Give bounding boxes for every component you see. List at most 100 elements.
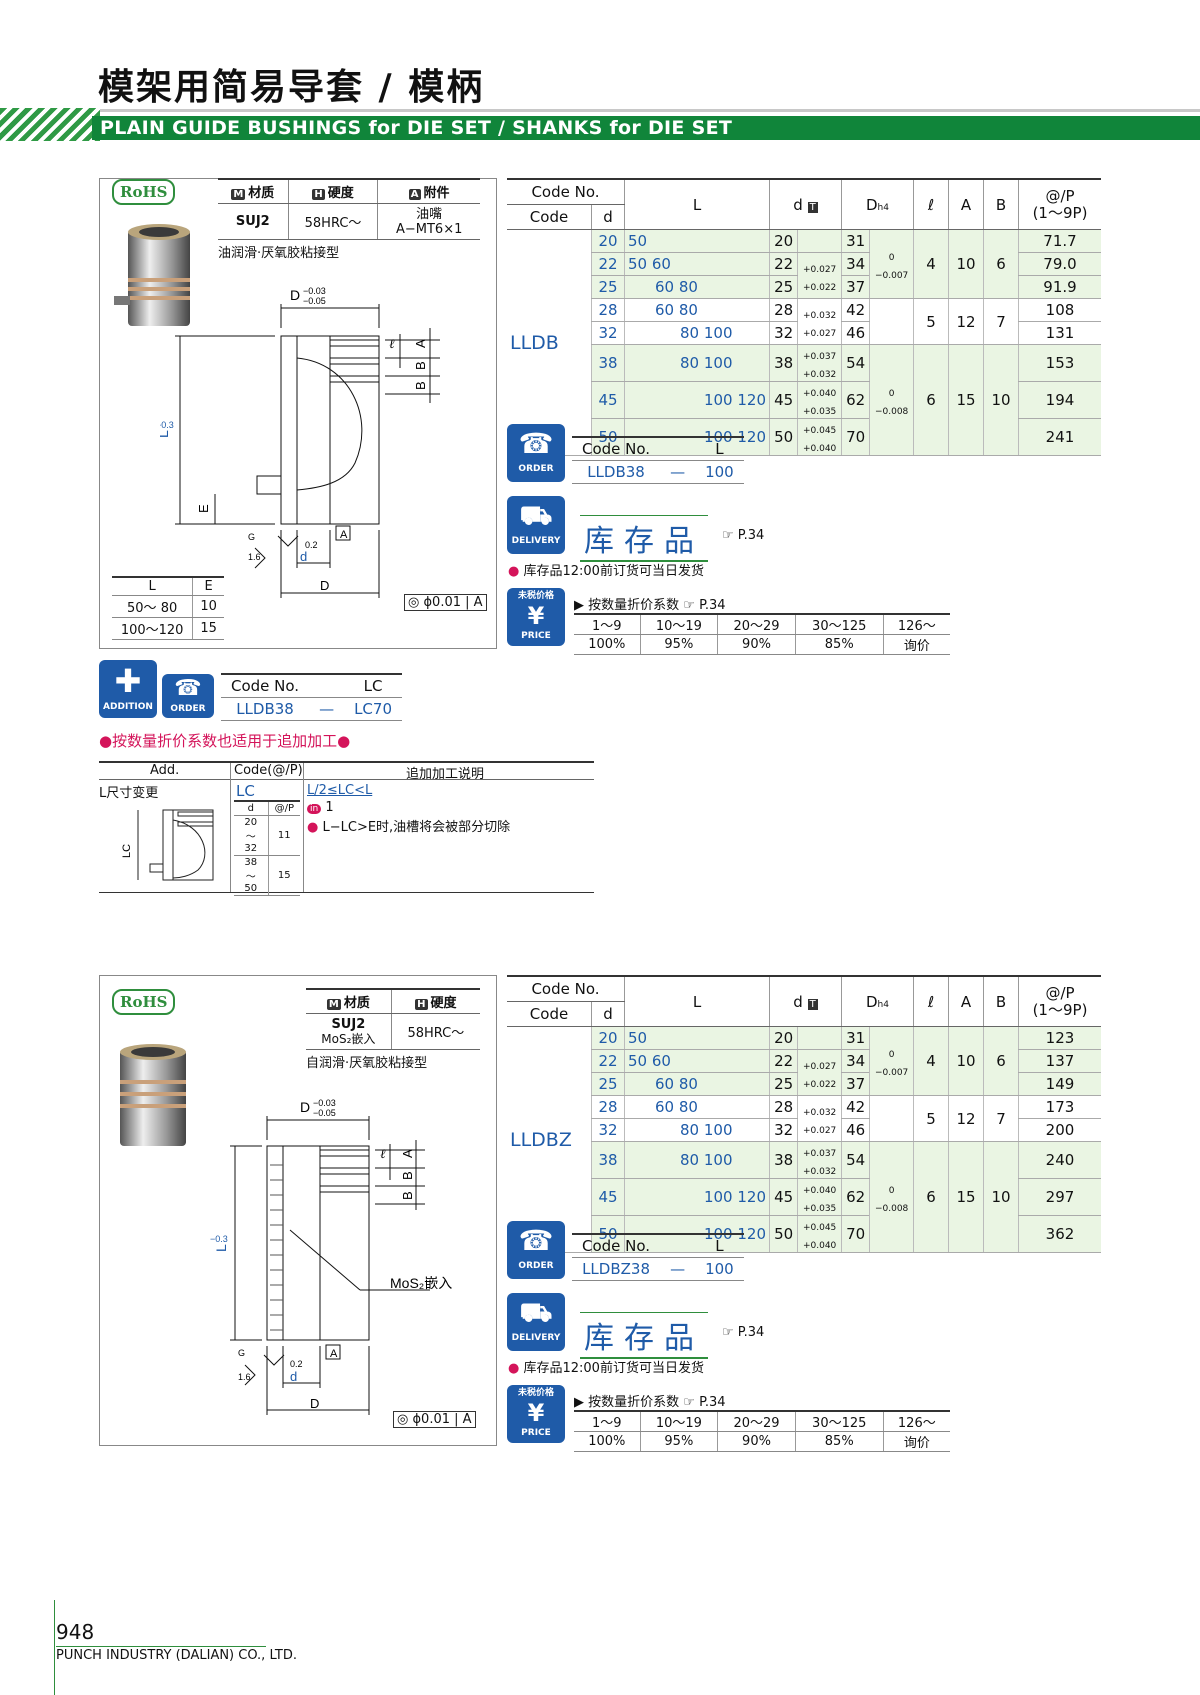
dim-D: D [290, 287, 300, 303]
add-rule: L/2≤LC<L [307, 783, 373, 798]
dim-d-2: d [290, 1369, 297, 1384]
discount-label-2: ▶ 按数量折价系数 ☞ P.34 [574, 1395, 726, 1410]
dim-D-2: D [300, 1099, 310, 1115]
lc-drawing: LC [121, 809, 214, 881]
add-header: Code(@/P) [234, 763, 303, 778]
rough-16: 1.6 [248, 552, 261, 562]
stock-label: 库存品 [580, 515, 708, 562]
code-lldb: LLDB [507, 229, 592, 456]
order-icon-addition: ☎ORDER [162, 674, 214, 718]
company-name: PUNCH INDUSTRY (DALIAN) CO., LTD. [56, 1648, 297, 1663]
add-warning: ● L−LC>E时,油槽将会被部分切除 [307, 820, 511, 835]
addition-note: ●按数量折价系数也适用于追加加工● [99, 732, 351, 750]
rough-G: G [248, 532, 255, 542]
datum-label: A [340, 529, 348, 541]
addition-icon: ✚ADDITION [99, 660, 157, 718]
add-increment: in 1 [307, 800, 334, 815]
stock-note-2: ● 库存品12:00前订货可当日发货 [508, 1361, 704, 1376]
mat-value: SUJ2 [218, 203, 289, 240]
addition-table-top [99, 761, 594, 763]
add-header: Add. [150, 763, 180, 778]
product-type: 油润滑·厌氧胶粘接型 [218, 246, 340, 261]
price-icon: 未税价格¥PRICE [507, 588, 565, 646]
title-bar [92, 116, 1200, 140]
dim-A: A [413, 339, 428, 348]
dimension-drawing-lldbz: D −0.03 −0.05 L −0.3 A B B ℓ MoS₂嵌入 A d … [210, 1098, 452, 1415]
page-subtitle: PLAIN GUIDE BUSHINGS for DIE SET / SHANK… [100, 117, 733, 139]
dim-L: L [160, 430, 171, 438]
dim-Dh4: D [320, 578, 329, 593]
dim-l: ℓ [389, 336, 395, 351]
footer-rule [56, 1646, 266, 1647]
header-stripes [0, 108, 100, 141]
rohs-badge: RoHS [112, 989, 176, 1015]
mat-value: 58HRC～ [390, 1013, 480, 1050]
price-icon-2: 未税价格¥PRICE [507, 1385, 565, 1443]
mos2-label: MoS₂嵌入 [390, 1275, 452, 1291]
order-icon-2: ☎ORDER [507, 1221, 565, 1279]
flatness-box-2: ◎ ϕ0.01 | A [393, 1411, 476, 1428]
discount-label: ▶ 按数量折价系数 ☞ P.34 [574, 598, 726, 613]
footer-vline [54, 1600, 55, 1695]
rough-02-2: 0.2 [290, 1359, 303, 1369]
mat-value: 油嘴 A−MT6×1 [377, 203, 480, 240]
dimension-drawing-lldb: D −0.03 −0.05 L −0.3 E A B B ℓ A d D G 1… [160, 286, 440, 598]
order-icon: ☎ORDER [507, 424, 565, 482]
order-example-addition: Code No.LC LLDB38—LC70 [221, 673, 402, 721]
header-rule [92, 109, 1200, 112]
bushing-photo-2 [120, 1044, 186, 1146]
dim-L-tol-2: −0.3 [210, 1234, 228, 1244]
rohs-badge: RoHS [112, 179, 176, 205]
order-example-lldb: Code No.L LLDB38—100 [572, 436, 744, 484]
dim-B-2: B [400, 1171, 415, 1180]
add-item: L尺寸变更 [99, 786, 159, 801]
stock-ref: ☞ P.34 [722, 528, 765, 543]
stock-label-2: 库存品 [580, 1312, 708, 1359]
dim-D-tol-lower-2: −0.05 [313, 1108, 336, 1118]
product-panel-lldbz [99, 975, 497, 1446]
dim-B2-2: B [400, 1191, 415, 1200]
dim-E: E [196, 504, 211, 513]
rough-G-2: G [238, 1348, 245, 1358]
dim-D-tol-lower: −0.05 [303, 296, 326, 306]
delivery-icon-2: ⛟DELIVERY [507, 1293, 565, 1351]
code-lldbz: LLDBZ [507, 1026, 592, 1253]
rough-02: 0.2 [305, 540, 318, 550]
add-code: LC [236, 782, 255, 800]
delivery-icon: ⛟DELIVERY [507, 496, 565, 554]
rough-16-2: 1.6 [238, 1372, 251, 1382]
add-header: 追加加工说明 [406, 767, 485, 782]
flatness-box: ◎ ϕ0.01 | A [404, 594, 487, 611]
order-example-lldbz: Code No.L LLDBZ38—100 [572, 1233, 744, 1281]
lc-label: LC [121, 844, 133, 858]
product-type-2: 自润滑·厌氧胶粘接型 [306, 1056, 428, 1071]
dim-l-2: ℓ [380, 1146, 386, 1161]
dim-D-tol-upper-2: −0.03 [313, 1098, 336, 1108]
dim-D-tol-upper: −0.03 [303, 286, 326, 296]
stock-ref-2: ☞ P.34 [722, 1325, 765, 1340]
stock-note: ● 库存品12:00前订货可当日发货 [508, 564, 704, 579]
mat-value: 58HRC～ [287, 203, 378, 240]
dim-d: d [300, 549, 307, 564]
dim-B2: B [413, 381, 428, 390]
datum-label-2: A [330, 1348, 338, 1360]
page-title: 模架用简易导套 / 模柄 [98, 67, 485, 108]
dim-B: B [413, 361, 428, 370]
bushing-photo [114, 224, 190, 326]
page-number: 948 [56, 1620, 95, 1644]
dim-Dh4-2: D [310, 1396, 319, 1411]
